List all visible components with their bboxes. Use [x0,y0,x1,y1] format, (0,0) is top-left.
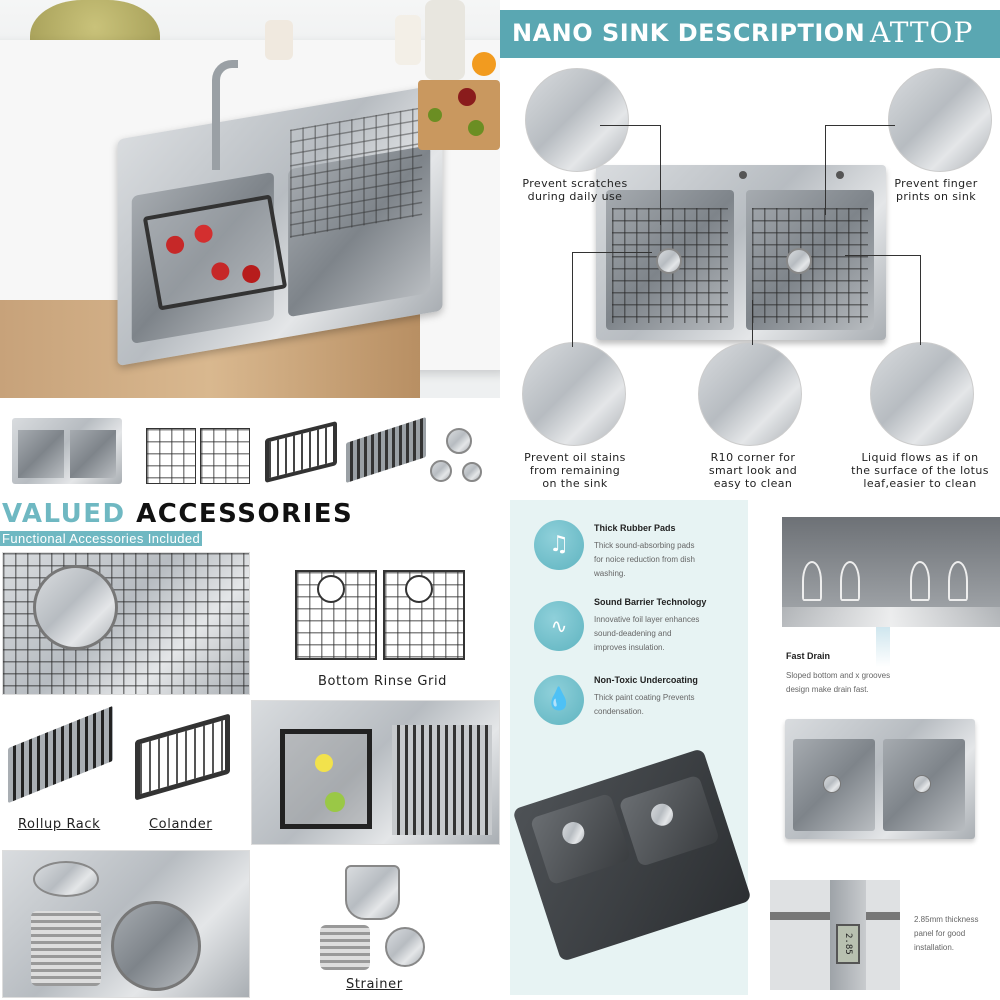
feature-title-sound-barrier: Sound Barrier Technology [594,597,707,607]
jar [395,15,421,65]
thumb-grid [200,428,250,484]
speaker-mute-icon: ♫ [534,520,584,570]
fast-drain-title: Fast Drain [786,651,831,661]
heading-accent: VALUED [2,499,126,529]
grid-closeup-image [2,552,250,695]
fast-drain-desc: Sloped bottom and x grooves design make … [786,671,891,694]
feature-desc-rubber-pads: Thick sound-absorbing pads for noice red… [594,541,695,578]
rollup-rack-image [8,705,113,804]
thumb-rollup-rack [346,417,426,483]
callout-oil-stain: Prevent oil stains from remaining on the… [524,451,626,490]
colander-image [135,713,230,801]
accessories-subtitle: Functional Accessories Included [0,531,203,546]
thumb-sink [12,418,122,484]
thumb-strainer [446,428,472,454]
feature-title-undercoating: Non-Toxic Undercoating [594,675,698,685]
description-header: NANO SINK DESCRIPTION ATTOP [500,10,1000,58]
hero-kitchen-photo [0,0,500,398]
thumb-grid [146,428,196,484]
thickness-desc: 2.85mm thickness panel for good installa… [914,915,979,952]
lotus-leaf-detail-image [870,342,974,446]
thumb-strainer [430,460,452,482]
cutting-board [418,80,500,150]
feature-desc-undercoating: Thick paint coating Prevents condensatio… [594,693,695,716]
label-colander: Colander [149,817,213,832]
label-rollup-rack: Rollup Rack [18,817,101,832]
callout-r10-corner: R10 corner for smart look and easy to cl… [708,451,798,490]
strainer-body-image [345,865,400,920]
description-title: NANO SINK DESCRIPTION [512,19,866,47]
sink-with-accessories-image [251,700,500,845]
sink-diagram [596,165,886,340]
heading-main: ACCESSORIES [136,499,354,529]
brand-logo: ATTOP [870,16,974,49]
callout-scratch: Prevent scratches during daily use [522,177,628,203]
jar [265,20,293,60]
caliper-measurement-image: 2.85 [770,880,900,990]
r10-corner-detail-image [698,342,802,446]
strainer-basket-image [320,925,370,970]
feature-desc-sound-barrier: Innovative foil layer enhances sound-dea… [594,615,700,652]
strainer-cap-image [385,927,425,967]
feature-title-rubber-pads: Thick Rubber Pads [594,523,676,533]
rinse-grid-right [383,570,465,660]
orange [472,52,496,76]
sound-wave-icon: ∿ [534,601,584,651]
oil-stain-detail-image [522,342,626,446]
faucet [212,60,238,170]
sink-top-view-image [785,719,975,839]
accessories-heading: VALUED ACCESSORIES [2,499,353,529]
description-panel: NANO SINK DESCRIPTION ATTOP Prevent scra… [500,0,1000,495]
accessory-thumbnails [0,400,500,495]
thumb-strainer [462,462,482,482]
strainer-closeup-image [2,850,250,998]
accessories-panel: VALUED ACCESSORIES Functional Accessorie… [0,495,500,1000]
fingerprint-detail-image [888,68,992,172]
thumb-colander [265,421,337,483]
water-drop-icon: 💧 [534,675,584,725]
caliper-display: 2.85 [836,924,860,964]
callout-lotus-leaf: Liquid flows as if on the surface of the… [851,451,989,490]
callout-fingerprint: Prevent finger prints on sink [894,177,978,203]
bottle [425,0,465,80]
fast-drain-image [782,517,1000,627]
features-panel: ♫ Thick Rubber Pads Thick sound-absorbin… [500,495,1000,1000]
scratch-detail-image [525,68,629,172]
label-bottom-rinse-grid: Bottom Rinse Grid [317,674,448,689]
sink-underside-image [512,748,752,962]
water-stream [876,627,890,667]
label-strainer: Strainer [346,977,403,992]
